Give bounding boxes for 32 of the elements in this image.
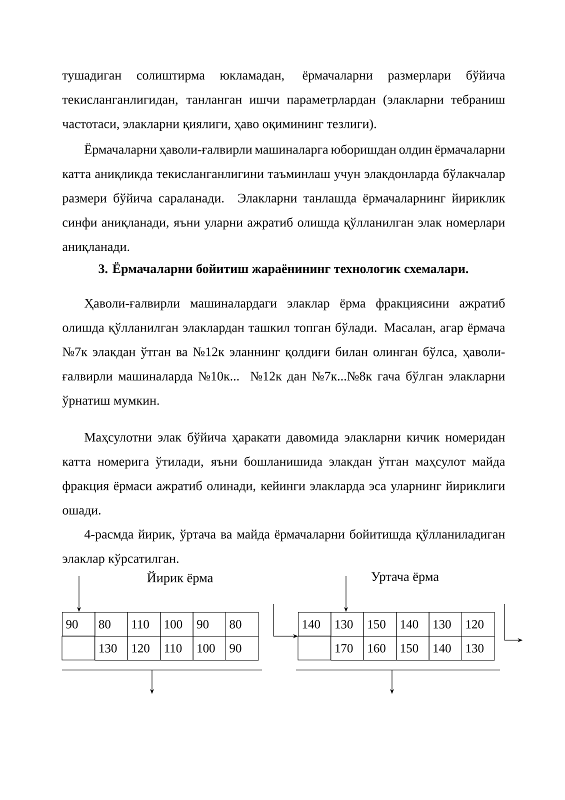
table-cell: 80: [226, 612, 259, 636]
table-cell: 110: [160, 636, 194, 660]
table-cell: 150: [396, 636, 430, 660]
table-cell: 160: [363, 636, 397, 660]
table-cell: 130: [330, 612, 364, 636]
sieve-table: [62, 612, 259, 660]
paragraph: Маҳсулотни элак бўйича ҳаракати давомида элакларни кичик номеридан катта номерига ўтилади, яъни бошланишида элакдан ўтган маҳсулот майда фракция ёрмаси ажратиб олинади, кейинги элакларда эса уларнинг йириклиги ошади.: [62, 432, 506, 517]
table-cell: 130: [428, 612, 462, 636]
paragraph: Ҳаволи-ғалвирли машиналардаги элаклар ёрма фракциясини ажратиб олишда қўлланилган элаклардан ташкил топган бўлади. Масалан, агар ёрмача №7к элакдан ўтган ва №12к эланнинг қолдиғи билан олинган бўлса, ҳаволи-ғалвирли машиналарда №10к... №12к дан №7к...№8к гача бўлган элакларни ўрнатиш мумкин.: [62, 298, 506, 408]
table-cell: 150: [363, 612, 397, 636]
table-cell: 130: [94, 636, 128, 660]
table-cell: 130: [462, 636, 495, 660]
sieve-table: [298, 612, 495, 660]
table-cell: 100: [160, 612, 194, 636]
table-cell: 120: [127, 636, 161, 660]
table-heading: Уртача ёрма: [371, 572, 439, 584]
table-cell: 170: [330, 636, 364, 660]
table-cell: 140: [396, 612, 430, 636]
paragraph: тушадиган солиштирма юкламадан, ёрмачаларни размерлари бўйича текисланганлигидан, танланган ишчи параметрлардан (элакларни тебраниш частотаси, элакларни қиялиги, ҳаво оқимининг тезлиги).: [62, 70, 506, 131]
paragraph: 4-расмда йирик, ўртача ва майда ёрмачаларни бойитишда қўлланиладиган элаклар кўрсатилган.: [62, 529, 505, 566]
section-heading: 3. Ёрмачаларни бойитиш жараёнининг технологик схемалари.: [98, 262, 468, 276]
table-cell: 80: [94, 612, 128, 636]
table-cell: 90: [62, 612, 96, 636]
paragraph: Ёрмачаларни ҳаволи-ғалвирли машиналарга юборишдан олдин ёрмачаларни катта аниқликда текисланганлигини таъминлаш учун элакдонларда бўлакчалар размери бўйича сараланади. Элакларни танлашда ёрмачаларнинг йириклик синфи аниқланади, яъни уларни ажратиб олишда қўлланилган элак номерлари аниқланади.: [62, 143, 506, 254]
table-heading: Йирик ёрма: [147, 571, 213, 585]
table-cell: 140: [298, 612, 332, 636]
table-cell: 110: [127, 612, 161, 636]
table-cell: 120: [462, 612, 495, 636]
table-cell: 140: [428, 636, 462, 660]
table-cell: 90: [192, 612, 226, 636]
table-cell: 90: [226, 636, 259, 660]
table-cell: 100: [192, 636, 226, 660]
